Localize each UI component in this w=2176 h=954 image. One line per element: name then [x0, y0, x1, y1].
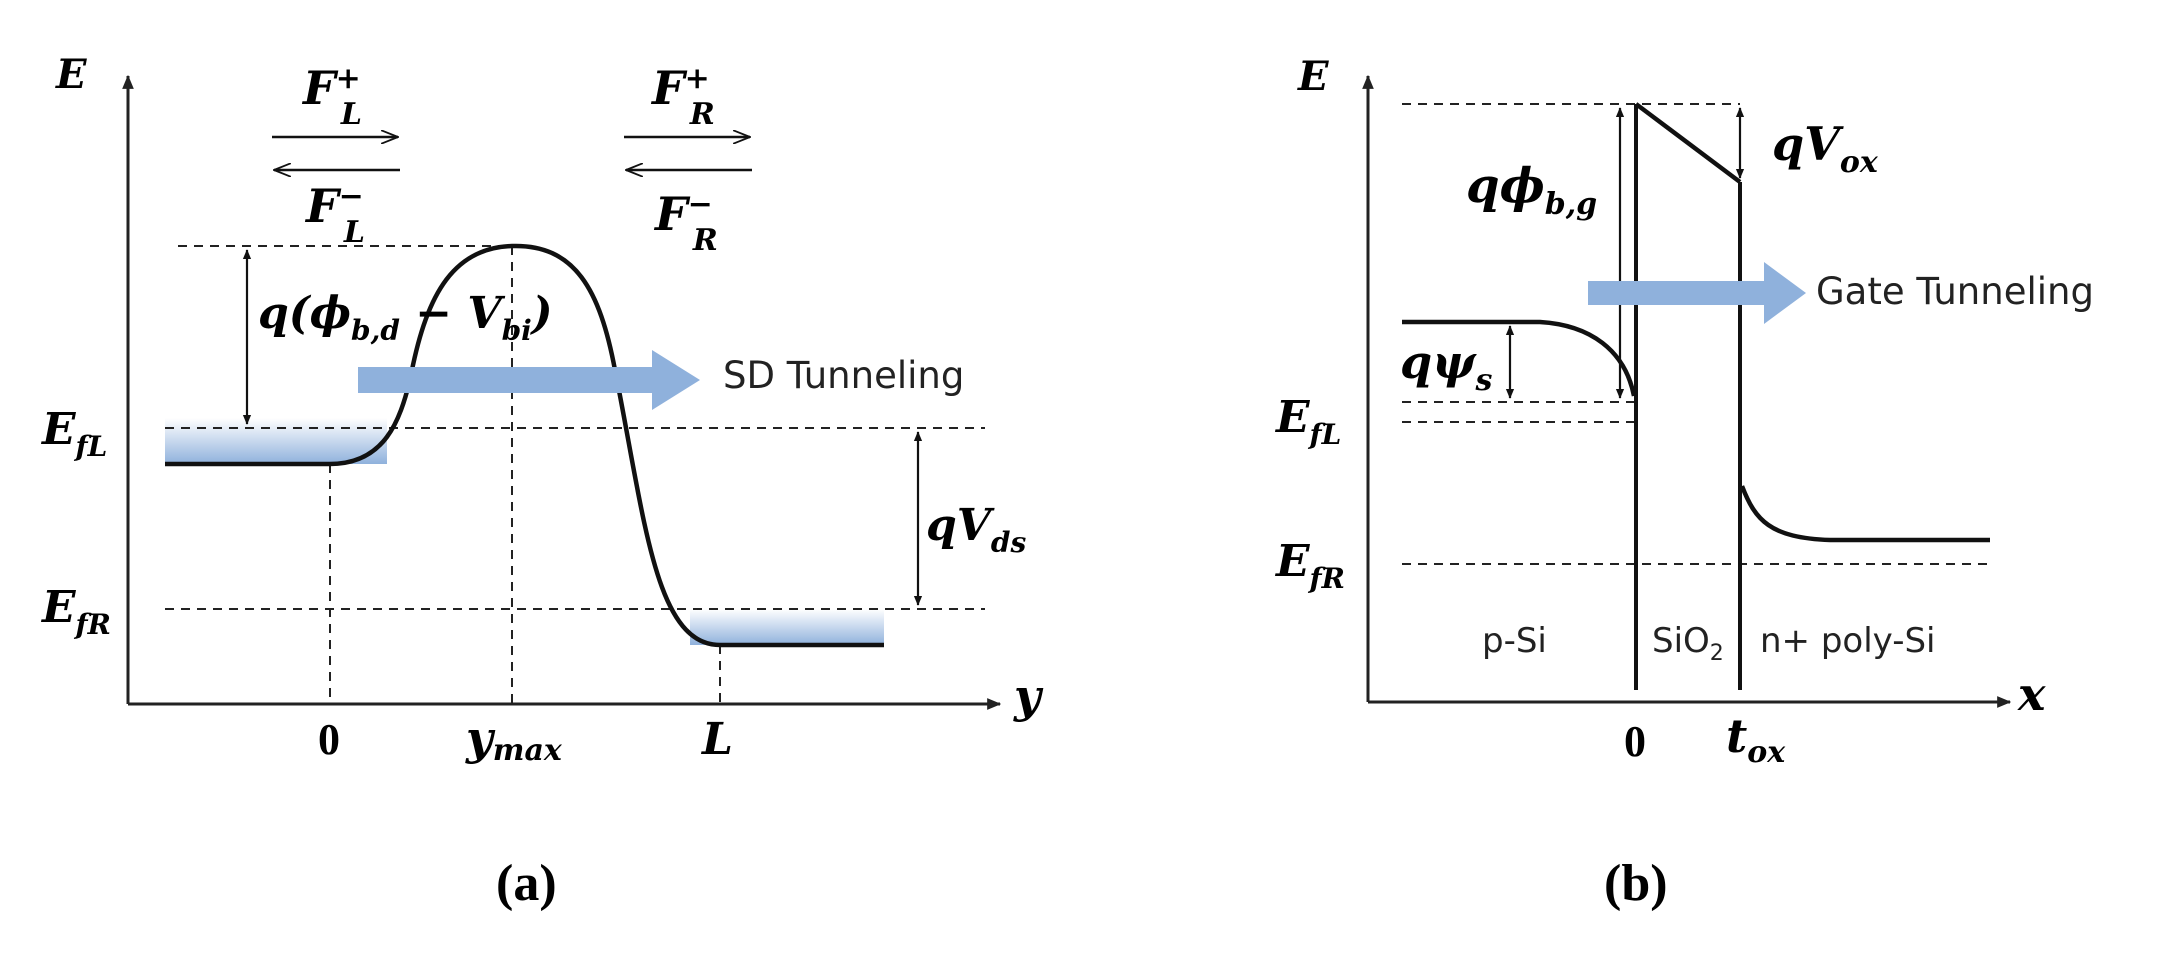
region-sio2: SiO2	[1652, 621, 1724, 666]
vox-label: qVox	[1772, 117, 1879, 180]
barrier-height-label: q(ϕb,d − Vbi)	[258, 288, 553, 347]
psi-label: qψs	[1400, 335, 1492, 398]
poly-si-band	[1739, 485, 1990, 543]
gate-tunneling-label: Gate Tunneling	[1816, 270, 2094, 313]
efr-label-b: EfR	[1274, 536, 1345, 595]
efl-label-a: EfL	[40, 404, 107, 463]
fill-right-contact	[690, 609, 884, 645]
panel-a: E y SD Tunneling F+L F−L	[40, 51, 1044, 912]
region-n-poly-si: n+ poly-Si	[1760, 621, 1936, 661]
flux-left-minus-label: F−L	[304, 179, 365, 250]
gate-tunneling-arrow	[1588, 262, 1806, 324]
oxide-band-slope	[1634, 102, 1742, 184]
flux-right-minus-label: F−R	[653, 187, 718, 258]
efl-label-b: EfL	[1274, 392, 1341, 451]
axis-b-x-label: x	[2017, 667, 2046, 721]
axis-b-e-label: E	[1297, 53, 1329, 100]
panel-b: E x Gate Tunneling qϕb,g qVox qψs	[1274, 53, 2094, 912]
vds-label: qVds	[926, 500, 1026, 559]
axis-a-y-label: y	[1013, 669, 1044, 723]
tick-L: L	[700, 714, 733, 765]
tick-ymax: ymax	[465, 711, 563, 768]
tick-tox: tox	[1726, 709, 1786, 770]
sd-tunneling-label: SD Tunneling	[723, 354, 964, 397]
fill-left-contact	[165, 418, 387, 464]
flux-left-plus-label: F+L	[301, 61, 362, 132]
conduction-band-a	[165, 243, 884, 648]
axis-a-e-label: E	[55, 51, 87, 98]
phi-bg-label: qϕb,g	[1466, 158, 1597, 222]
region-p-si: p-Si	[1482, 621, 1547, 661]
flux-right-plus-label: F+R	[650, 61, 715, 132]
caption-a: (a)	[496, 855, 557, 912]
efr-label-a: EfR	[40, 582, 111, 641]
tick-zero-b: 0	[1624, 717, 1646, 766]
caption-b: (b)	[1604, 855, 1668, 912]
sd-tunneling-arrow	[358, 350, 700, 410]
tick-zero-a: 0	[318, 715, 340, 764]
p-si-band	[1402, 319, 1637, 397]
